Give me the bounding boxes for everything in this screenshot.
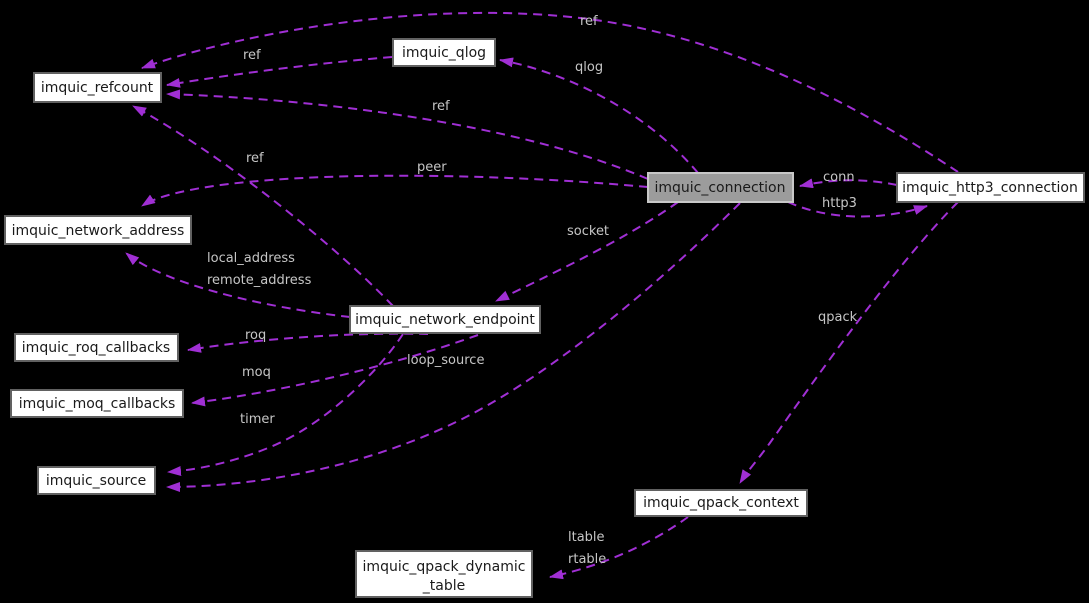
- edge-label-ltable: ltable: [568, 530, 605, 545]
- edge-label-peer: peer: [417, 160, 447, 175]
- edge-label-remote-address: remote_address: [207, 273, 312, 288]
- edge-timer: [167, 333, 404, 476]
- svg-text:imquic_connection: imquic_connection: [654, 180, 785, 196]
- svg-text:imquic_qpack_dynamic: imquic_qpack_dynamic: [363, 559, 526, 575]
- edge-ltable-rtable: [549, 516, 689, 580]
- node-imquic-qlog[interactable]: imquic_qlog: [392, 38, 496, 67]
- edge-label-ref-http3: ref: [580, 14, 598, 29]
- edge-http3: [787, 201, 928, 218]
- edge-endpoint-ref: [132, 105, 394, 307]
- svg-text:imquic_network_endpoint: imquic_network_endpoint: [355, 312, 535, 328]
- edge-roq: [187, 332, 429, 353]
- node-imquic-network-endpoint[interactable]: imquic_network_endpoint: [349, 305, 541, 334]
- svg-text:imquic_http3_connection: imquic_http3_connection: [902, 180, 1078, 196]
- node-imquic-connection[interactable]: imquic_connection: [647, 172, 794, 203]
- nodes: imquic_refcount imquic_qlog imquic_conne…: [4, 38, 1085, 598]
- edge-moq: [191, 334, 479, 407]
- node-imquic-network-address[interactable]: imquic_network_address: [4, 215, 192, 245]
- svg-text:imquic_refcount: imquic_refcount: [41, 80, 154, 96]
- svg-text:imquic_moq_callbacks: imquic_moq_callbacks: [19, 396, 176, 412]
- edge-loop-source: [166, 202, 741, 492]
- node-imquic-refcount[interactable]: imquic_refcount: [33, 72, 162, 103]
- edge-label-rtable: rtable: [568, 552, 606, 567]
- edge-label-local-address: local_address: [207, 251, 295, 266]
- edge-label-moq: moq: [242, 365, 271, 380]
- edge-qlog-ref: [166, 56, 393, 88]
- edge-qpack: [739, 201, 959, 484]
- edge-label-socket: socket: [567, 224, 609, 239]
- edge-label-qpack: qpack: [818, 310, 858, 325]
- edge-conn: [799, 178, 898, 189]
- svg-text:imquic_source: imquic_source: [46, 473, 146, 489]
- svg-text:imquic_network_address: imquic_network_address: [12, 223, 185, 239]
- edge-label-ref-qlog: ref: [243, 48, 261, 63]
- node-imquic-http3-connection[interactable]: imquic_http3_connection: [896, 172, 1085, 203]
- node-imquic-qpack-dynamic-table[interactable]: imquic_qpack_dynamic _table: [355, 550, 533, 598]
- edge-label-ref-endpoint: ref: [246, 151, 264, 166]
- edge-label-http3: http3: [822, 196, 857, 211]
- edges: ref ref ref ref qlog conn http3 peer loc…: [125, 11, 959, 580]
- svg-text:imquic_qpack_context: imquic_qpack_context: [643, 495, 799, 511]
- edge-http3-ref: [141, 11, 959, 173]
- edge-local-remote-address: [125, 252, 351, 318]
- edge-label-qlog: qlog: [575, 60, 603, 75]
- node-imquic-qpack-context[interactable]: imquic_qpack_context: [634, 489, 808, 517]
- edge-peer: [141, 174, 649, 207]
- edge-label-loop-source: loop_source: [407, 353, 484, 368]
- edge-label-roq: roq: [245, 328, 266, 343]
- edge-label-ref-connection: ref: [432, 99, 450, 114]
- svg-text:imquic_roq_callbacks: imquic_roq_callbacks: [22, 340, 170, 356]
- node-imquic-roq-callbacks[interactable]: imquic_roq_callbacks: [14, 333, 179, 362]
- edge-qlog: [499, 57, 699, 174]
- svg-text:_table: _table: [422, 578, 465, 594]
- svg-text:imquic_qlog: imquic_qlog: [402, 45, 486, 61]
- node-imquic-source[interactable]: imquic_source: [37, 466, 156, 495]
- edge-label-timer: timer: [240, 412, 275, 427]
- edge-connection-ref: [166, 89, 649, 180]
- edge-socket: [495, 201, 679, 302]
- edge-label-conn: conn: [823, 170, 855, 185]
- node-imquic-moq-callbacks[interactable]: imquic_moq_callbacks: [10, 389, 184, 418]
